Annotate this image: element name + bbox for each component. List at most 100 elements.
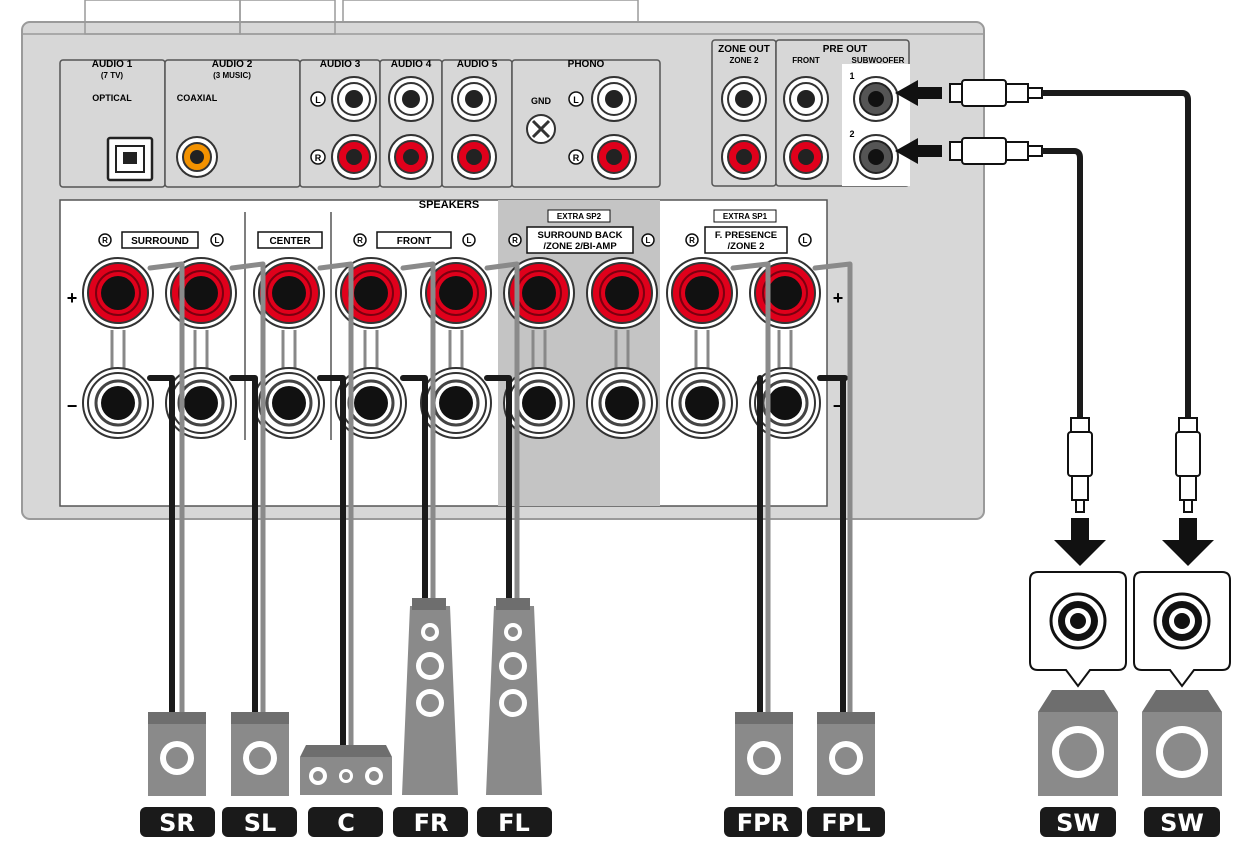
svg-text:L: L — [573, 95, 579, 105]
svg-text:L: L — [803, 236, 808, 245]
subwoofer-2 — [1142, 690, 1222, 796]
down-arrow-1 — [1054, 518, 1106, 566]
r-mark-audio3: R — [310, 149, 326, 165]
center-label: CENTER — [257, 231, 323, 249]
surround-label: R SURROUND L — [98, 231, 224, 249]
rca-plug-3 — [1067, 417, 1093, 513]
speaker-fpl — [817, 712, 875, 796]
phono-r-jack — [591, 134, 637, 180]
svg-text:/ZONE 2/BI-AMP: /ZONE 2/BI-AMP — [543, 241, 617, 252]
speaker-cables — [147, 261, 853, 748]
surround-r-plus-terminal — [82, 257, 154, 329]
subwoofer-label: SUBWOOFER — [852, 56, 905, 65]
audio2-label: AUDIO 2 — [212, 59, 253, 70]
l-mark-phono: L — [568, 91, 584, 107]
rca-plug-4 — [1175, 417, 1201, 513]
label-fpl: FPL — [821, 809, 870, 837]
front-r-plus-terminal — [335, 257, 407, 329]
pre-out-front-label: FRONT — [792, 56, 820, 65]
speaker-sr — [148, 712, 206, 796]
sub2-label: 2 — [849, 129, 854, 139]
rca-plug-1 — [949, 79, 1043, 107]
front-r-minus-terminal — [334, 366, 408, 440]
speaker-panel: SPEAKERS R SURROUND L CENTER R FRONT L E… — [59, 199, 844, 507]
label-sl: SL — [244, 809, 277, 837]
svg-text:EXTRA SP1: EXTRA SP1 — [723, 212, 768, 221]
audio3-r-jack — [331, 134, 377, 180]
svg-text:R: R — [357, 236, 363, 245]
audio2-sub: (3 MUSIC) — [213, 71, 251, 80]
surround-r-minus-terminal — [81, 366, 155, 440]
output-section: ZONE OUT ZONE 2 PRE OUT FRONT SUBWOOFER … — [711, 39, 910, 187]
speaker-fpr — [735, 712, 793, 796]
speaker-sl — [231, 712, 289, 796]
rca-plug-2 — [949, 137, 1043, 165]
input-section: AUDIO 1 (7 TV) OPTICAL AUDIO 2 (3 MUSIC)… — [59, 59, 661, 188]
speaker-c — [300, 745, 392, 795]
surround-l-minus-terminal — [164, 366, 238, 440]
gnd-terminal — [526, 114, 556, 144]
surround-l-plus-terminal — [165, 257, 237, 329]
optical-port — [106, 136, 154, 182]
svg-text:/ZONE 2: /ZONE 2 — [728, 241, 765, 252]
svg-text:R: R — [573, 153, 580, 163]
label-fpr: FPR — [737, 809, 789, 837]
label-fr: FR — [414, 809, 449, 837]
audio1-label: AUDIO 1 — [92, 59, 133, 70]
subwoofer-input-jack-2 — [1153, 592, 1211, 650]
svg-text:SURROUND BACK: SURROUND BACK — [538, 230, 623, 241]
minus-sign-right: − — [833, 396, 844, 416]
speakers-title: SPEAKERS — [419, 199, 480, 211]
front-label: R FRONT L — [353, 231, 476, 249]
subwoofer-1 — [1038, 690, 1118, 796]
audio5-label: AUDIO 5 — [457, 59, 498, 70]
r-mark-phono: R — [568, 149, 584, 165]
audio5-l-jack — [451, 76, 497, 122]
l-mark-audio3: L — [310, 91, 326, 107]
svg-text:L: L — [315, 95, 321, 105]
extra-sp1-label: EXTRA SP1 R F. PRESENCE /ZONE 2 L — [685, 209, 812, 254]
sub1-label: 1 — [849, 71, 854, 81]
svg-text:FRONT: FRONT — [397, 236, 431, 247]
down-arrow-2 — [1162, 518, 1214, 566]
label-sw-1: SW — [1056, 809, 1100, 837]
audio4-label: AUDIO 4 — [391, 59, 432, 70]
audio3-label: AUDIO 3 — [320, 59, 361, 70]
surround-back-l-minus-terminal — [585, 366, 659, 440]
gnd-label: GND — [531, 96, 552, 106]
pre-front-l-jack — [783, 76, 829, 122]
phono-label: PHONO — [568, 59, 605, 70]
svg-text:F. PRESENCE: F. PRESENCE — [715, 230, 777, 241]
surround-back-l-plus-terminal — [586, 257, 658, 329]
zone-out-label: ZONE OUT — [718, 44, 770, 55]
phono-l-jack — [591, 76, 637, 122]
svg-text:R: R — [315, 153, 322, 163]
presence-l-plus-terminal — [749, 257, 821, 329]
label-sw-2: SW — [1160, 809, 1204, 837]
label-fl: FL — [498, 809, 530, 837]
audio5-r-jack — [451, 134, 497, 180]
svg-text:SURROUND: SURROUND — [131, 236, 189, 247]
audio4-r-jack — [388, 134, 434, 180]
svg-text:L: L — [215, 236, 220, 245]
svg-text:CENTER: CENTER — [269, 236, 311, 247]
audio1-sub: (7 TV) — [101, 71, 124, 80]
plus-sign-right: + — [833, 288, 844, 308]
svg-text:R: R — [102, 236, 108, 245]
svg-text:R: R — [689, 236, 695, 245]
coaxial-label: COAXIAL — [177, 93, 218, 103]
svg-text:R: R — [512, 236, 518, 245]
speaker-labels: SR SL C FR FL FPR FPL SW SW — [140, 807, 1220, 837]
presence-r-minus-terminal — [665, 366, 739, 440]
presence-r-plus-terminal — [666, 257, 738, 329]
coaxial-port — [176, 136, 218, 178]
subwoofer2-jack — [853, 134, 899, 180]
zone2-label: ZONE 2 — [730, 56, 759, 65]
zone2-l-jack — [721, 76, 767, 122]
speaker-fr — [402, 598, 458, 795]
subwoofer-cables — [895, 79, 1214, 566]
minus-sign-left: − — [67, 396, 78, 416]
terminal-links — [110, 330, 793, 370]
pre-out-label: PRE OUT — [823, 44, 867, 55]
